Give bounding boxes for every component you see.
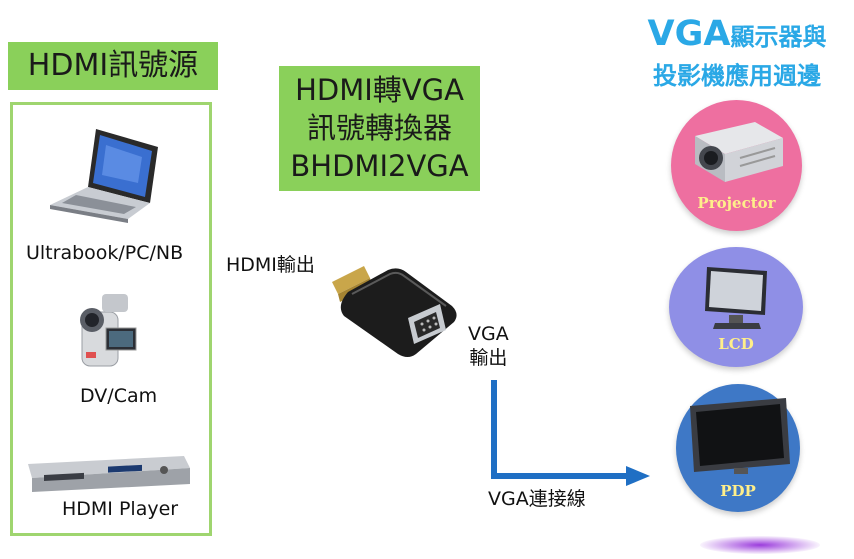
pdp-label: PDP — [720, 482, 756, 500]
source-box — [10, 102, 212, 536]
vga-cable-arrow — [491, 380, 650, 486]
camcorder-icon — [80, 294, 137, 367]
displays-title-rest: 顯示器與 — [730, 23, 827, 51]
vga-output-line2: 輸出 — [469, 347, 508, 369]
glow-decoration — [700, 536, 820, 554]
device-label-player: HDMI Player — [62, 498, 179, 520]
hdmi-output-label: HDMI輸出 — [226, 254, 315, 276]
hdmi-vga-adapter-icon — [332, 266, 457, 357]
device-label-camcorder: DV/Cam — [80, 385, 158, 407]
lcd-circle: LCD — [669, 247, 803, 367]
projector-icon — [695, 122, 783, 182]
dvd-player-icon — [28, 456, 190, 492]
plasma-tv-icon — [690, 398, 790, 474]
vga-output-label: VGA 輸出 — [468, 322, 509, 370]
displays-title-line2: 投影機應用週邊 — [653, 62, 821, 90]
converter-title-line2: 訊號轉換器 — [306, 111, 452, 145]
laptop-icon — [50, 129, 158, 223]
converter-title-line3: BHDMI2VGA — [290, 149, 469, 183]
lcd-monitor-icon — [705, 267, 767, 329]
pdp-circle: PDP — [676, 384, 800, 512]
converter-title-line1: HDMI轉VGA — [295, 73, 464, 107]
lcd-label: LCD — [718, 335, 754, 353]
vga-cable-label: VGA連接線 — [488, 488, 586, 510]
device-label-laptop: Ultrabook/PC/NB — [26, 242, 184, 264]
displays-title-prefix: VGA — [647, 14, 731, 54]
displays-title: VGA顯示器與 投影機應用週邊 — [632, 14, 842, 91]
converter-title: HDMI轉VGA 訊號轉換器 BHDMI2VGA — [279, 66, 480, 191]
source-title: HDMI訊號源 — [8, 42, 218, 90]
vga-output-line1: VGA — [468, 323, 509, 345]
projector-label: Projector — [697, 194, 776, 212]
projector-circle: Projector — [671, 100, 802, 231]
